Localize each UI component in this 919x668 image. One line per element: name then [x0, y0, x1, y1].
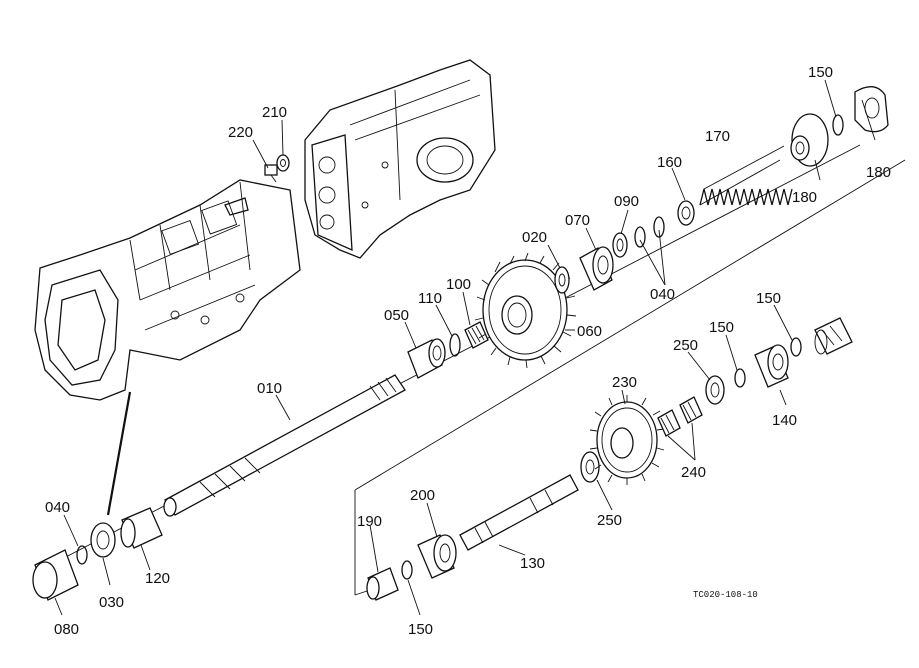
- needle-sleeve: [814, 317, 853, 355]
- label-180: 180: [792, 189, 817, 206]
- label-250-lower: 250: [597, 512, 622, 529]
- label-070: 070: [565, 212, 590, 229]
- bearing-070: [579, 246, 614, 291]
- washer-160: [677, 200, 695, 226]
- label-210: 210: [262, 104, 287, 121]
- washer-090: [612, 232, 628, 258]
- label-150-top: 150: [808, 64, 833, 81]
- snap-ring-150-right: [790, 337, 802, 357]
- label-120: 120: [145, 570, 170, 587]
- snap-ring-110: [449, 333, 461, 357]
- shaft-010: [163, 374, 406, 517]
- washer-020: [554, 266, 570, 294]
- label-220: 220: [228, 124, 253, 141]
- label-190: 190: [357, 513, 382, 530]
- gear-230: [589, 395, 665, 485]
- part-labels: 150 170 210 220 160 180 180 090 070 020 …: [45, 64, 891, 638]
- label-180-right: 180: [866, 164, 891, 181]
- snap-ring-040a: [634, 226, 646, 248]
- spring-170: [699, 145, 793, 206]
- label-150-right: 150: [756, 290, 781, 307]
- label-080: 080: [54, 621, 79, 638]
- snap-ring-150-lower: [401, 560, 413, 580]
- bolt-220: [264, 164, 278, 183]
- cover-180: [854, 86, 889, 133]
- cap-080: [32, 549, 79, 601]
- label-020: 020: [522, 229, 547, 246]
- drawing-reference: TC020-108-10: [693, 590, 758, 600]
- sleeve-050: [407, 338, 446, 379]
- label-050: 050: [384, 307, 409, 324]
- shaft-130: [459, 474, 579, 551]
- label-240: 240: [681, 464, 706, 481]
- snap-ring-040b: [653, 216, 665, 238]
- needle-bearing-240a: [657, 409, 681, 437]
- label-040-lower: 040: [45, 499, 70, 516]
- label-160: 160: [657, 154, 682, 171]
- label-150-mid: 150: [709, 319, 734, 336]
- label-140: 140: [772, 412, 797, 429]
- label-200: 200: [410, 487, 435, 504]
- needle-bearing-240b: [679, 396, 703, 424]
- bearing-140: [754, 344, 789, 388]
- label-090: 090: [614, 193, 639, 210]
- label-100: 100: [446, 276, 471, 293]
- snap-ring-040-lower: [76, 545, 88, 565]
- rear-housing: [304, 59, 496, 259]
- label-010: 010: [257, 380, 282, 397]
- label-030: 030: [99, 594, 124, 611]
- snap-ring-150-mid: [734, 368, 746, 388]
- needle-bearing-100: [464, 321, 489, 349]
- label-150-lower: 150: [408, 621, 433, 638]
- snap-ring-150-top: [832, 114, 844, 136]
- label-040-upper: 040: [650, 286, 675, 303]
- collar-190: [366, 567, 399, 601]
- leader-lines: [54, 79, 876, 616]
- washer-210: [276, 154, 290, 172]
- sleeve-120: [120, 507, 163, 549]
- washer-250-lower: [580, 451, 600, 483]
- label-230: 230: [612, 374, 637, 391]
- bearing-030: [90, 522, 116, 558]
- label-130: 130: [520, 555, 545, 572]
- label-250-upper: 250: [673, 337, 698, 354]
- label-060: 060: [577, 323, 602, 340]
- transmission-case: [34, 179, 301, 401]
- bearing-200: [417, 534, 457, 579]
- hub-180: [790, 113, 829, 167]
- washer-250-upper: [705, 375, 725, 405]
- gear-060: [474, 252, 577, 369]
- label-170: 170: [705, 128, 730, 145]
- label-110: 110: [418, 290, 442, 307]
